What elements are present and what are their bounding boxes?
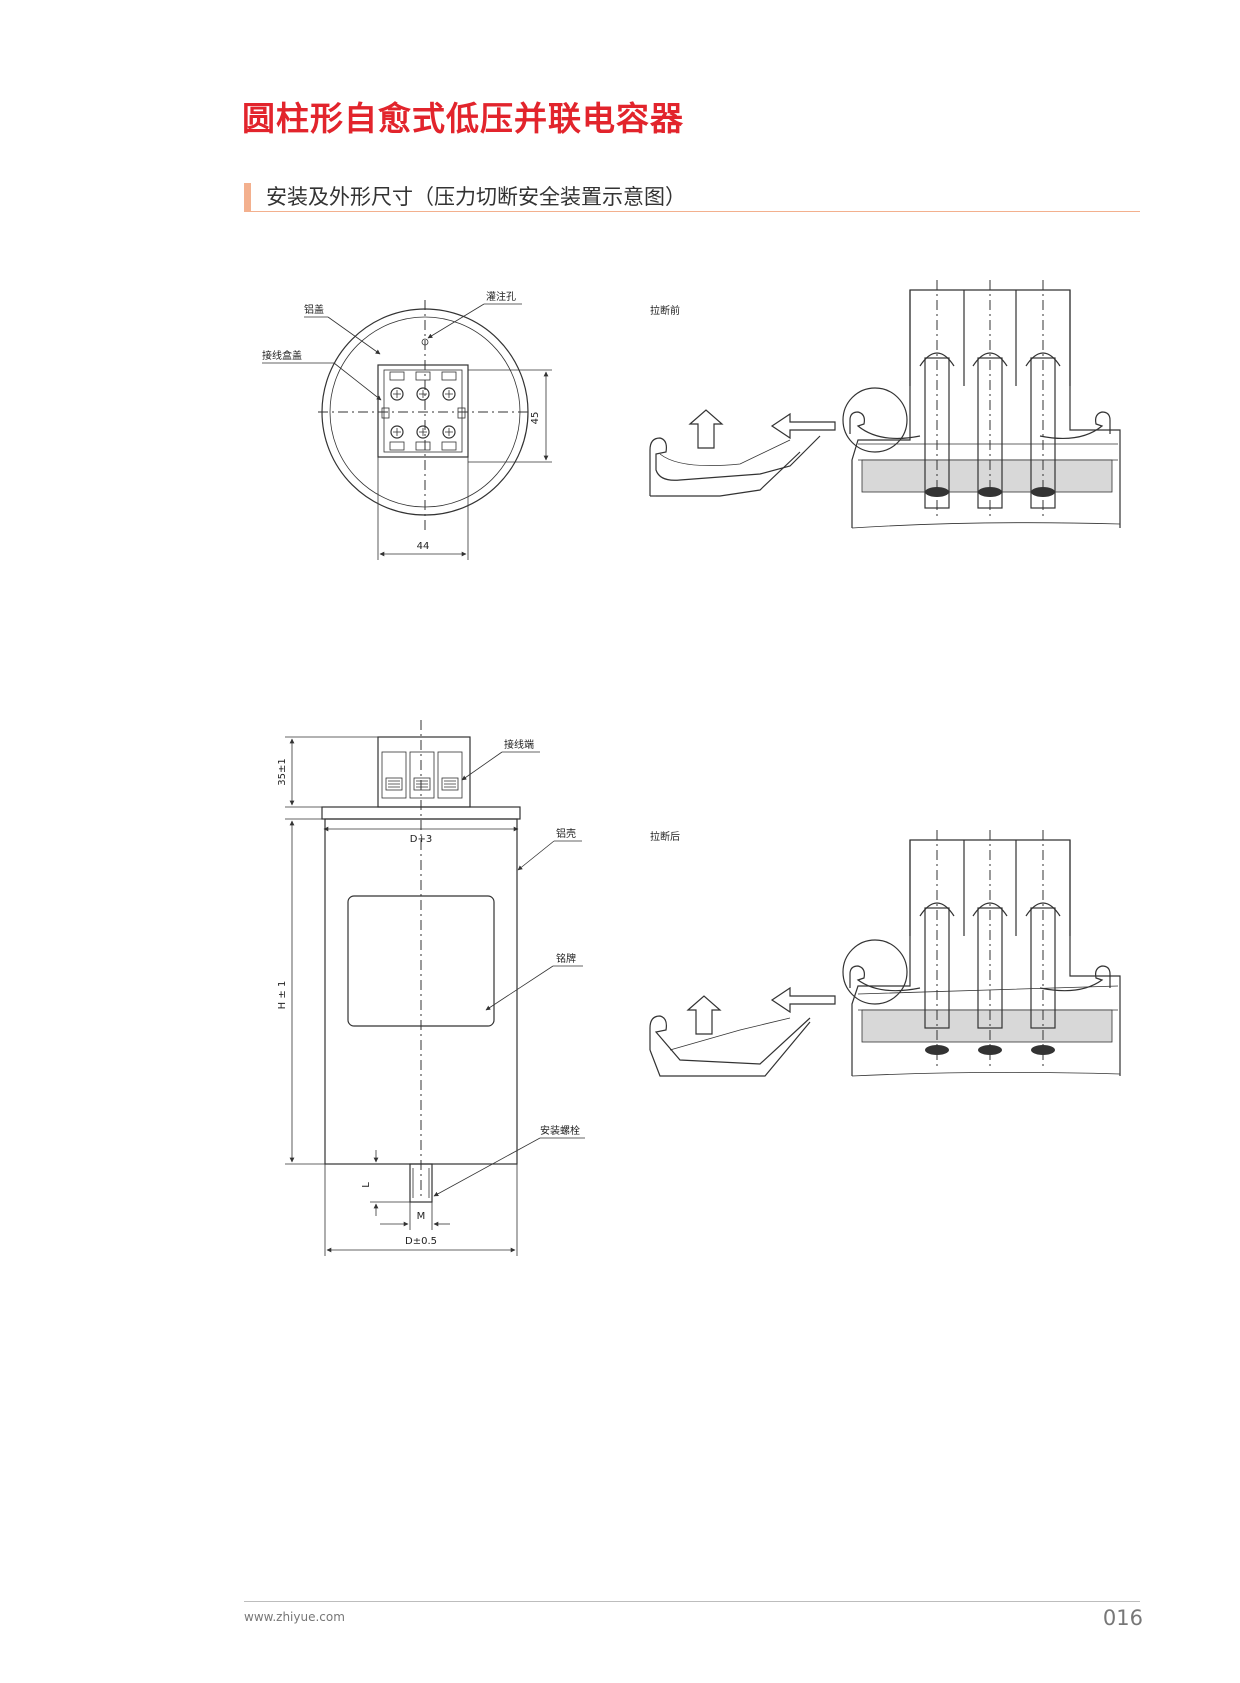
page-number: 016 <box>1102 1606 1143 1630</box>
detail-circle <box>842 939 908 1005</box>
terminal-block <box>377 736 471 808</box>
label-bolt: 安装螺栓 <box>540 1124 580 1137</box>
page-title: 圆柱形自愈式低压并联电容器 <box>242 99 684 138</box>
diagram-after-disconnection: 拉断后 <box>649 830 1121 1077</box>
pressure-arrow-icon <box>686 995 722 1035</box>
diagram-before-disconnection: 拉断前 <box>649 280 1121 529</box>
aluminum-shell <box>324 818 518 1165</box>
dim-m: M <box>417 1211 426 1222</box>
dim-44: 44 <box>417 541 430 552</box>
detail-circle <box>842 387 908 453</box>
section-accent-bar <box>244 183 251 211</box>
dim-h: H ± 1 <box>277 981 288 1010</box>
dim-d-plus-3: D+3 <box>410 834 432 845</box>
dim-35: 35±1 <box>277 758 288 785</box>
label-nameplate: 铭牌 <box>556 952 576 965</box>
terminal-screws <box>390 387 456 439</box>
label-junction-box-cover: 接线盒盖 <box>262 349 302 362</box>
section-divider <box>244 211 1140 212</box>
label-shell: 铝壳 <box>556 827 576 840</box>
pressure-arrow-icon <box>688 409 724 449</box>
dim-l: L <box>361 1182 372 1188</box>
dim-d: D±0.5 <box>405 1236 437 1247</box>
side-view-drawing: 35±1 D+3 H ± 1 L M D±0.5 接线端 铝壳 铭 <box>277 720 585 1256</box>
label-aluminum-cover: 铝盖 <box>304 303 324 316</box>
direction-arrow-icon <box>770 986 836 1014</box>
dim-45: 45 <box>530 412 541 425</box>
top-view-drawing: 45 44 铝盖 灌注孔 接线盒盖 <box>262 290 552 560</box>
label-fill-hole: 灌注孔 <box>486 290 516 303</box>
label-before: 拉断前 <box>650 304 680 317</box>
section-title: 安装及外形尺寸（压力切断安全装置示意图） <box>266 185 686 209</box>
junction-box <box>377 364 469 458</box>
mounting-bolt <box>409 1163 433 1203</box>
footer-divider <box>244 1601 1140 1602</box>
label-after: 拉断后 <box>650 830 680 843</box>
label-terminal: 接线端 <box>504 738 534 751</box>
footer-url: www.zhiyue.com <box>244 1610 345 1624</box>
direction-arrow-icon <box>770 412 836 440</box>
fill-hole-icon <box>421 338 429 346</box>
